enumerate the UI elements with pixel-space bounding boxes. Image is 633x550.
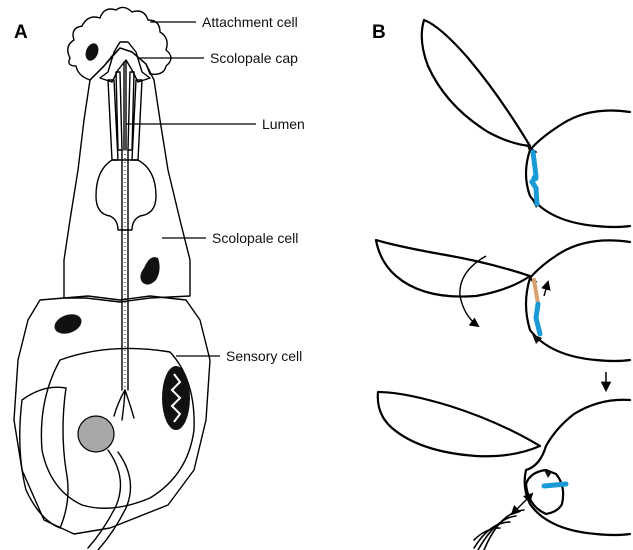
up-arrow-icon <box>544 282 548 296</box>
sensory-soma-nucleus <box>78 416 114 452</box>
sensory-strand-sound <box>544 484 566 486</box>
scolopale-cell <box>64 48 190 302</box>
callouts-a: Attachment cell Scolopale cap Lumen Scol… <box>126 14 305 364</box>
panel-b-letter: B <box>372 22 386 43</box>
panel-a-diagram: A <box>14 7 305 550</box>
axon <box>88 450 131 550</box>
antenna-segment-rest <box>526 111 630 228</box>
label-sensory-cell: Sensory cell <box>226 348 302 364</box>
antenna-segment-sound <box>525 400 630 535</box>
sound-waves-icon <box>474 510 524 550</box>
ciliary-dendrite <box>122 150 128 390</box>
antenna-sound <box>378 392 630 550</box>
antenna-blade-rest <box>422 20 530 146</box>
strand-stretched <box>534 280 538 304</box>
sensory-dark-nucleus <box>162 366 190 430</box>
curved-arrow-icon <box>460 256 486 326</box>
antenna-blade-sound <box>378 392 540 456</box>
label-lumen: Lumen <box>262 116 305 132</box>
scolopale-nucleus <box>140 257 159 284</box>
antenna-rest <box>422 20 630 227</box>
antenna-deflected <box>376 240 630 361</box>
panel-a-letter: A <box>14 22 28 43</box>
panel-b-diagram: B <box>372 20 630 550</box>
ciliary-roots <box>114 390 134 420</box>
label-attachment-cell: Attachment cell <box>202 14 298 30</box>
strand-compressed <box>536 304 540 334</box>
antenna-segment-deflected <box>526 240 630 361</box>
lumen-base <box>96 160 156 230</box>
support-nucleus <box>52 311 84 337</box>
antenna-blade-deflected <box>376 240 530 297</box>
label-scolopale-cell: Scolopale cell <box>212 230 298 246</box>
label-scolopale-cap: Scolopale cap <box>210 50 298 66</box>
scolopale-rods <box>108 62 142 160</box>
attachment-nucleus <box>83 41 100 62</box>
